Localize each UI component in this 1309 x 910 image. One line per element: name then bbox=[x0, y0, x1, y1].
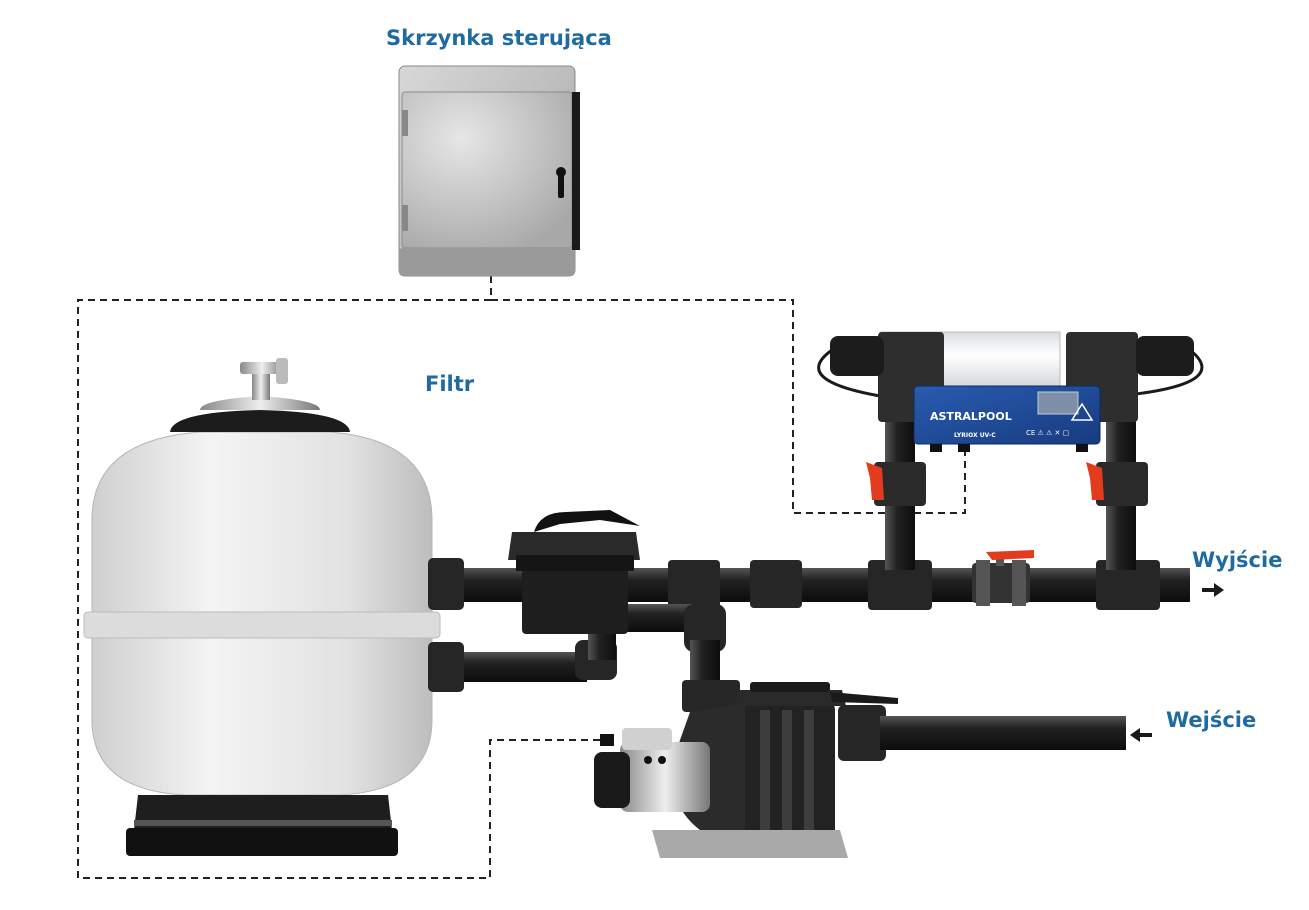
pipe-tee-2 bbox=[750, 560, 802, 608]
valve-handle bbox=[986, 550, 1034, 560]
control-box-door bbox=[402, 92, 572, 248]
label-filter: Filtr bbox=[425, 372, 474, 396]
label-input: Wejście bbox=[1166, 708, 1256, 732]
uv-brand: ASTRALPOOL bbox=[930, 410, 1012, 423]
uv-model: LYRIOX UV-C bbox=[954, 432, 996, 439]
pump-motor bbox=[620, 742, 710, 812]
label-output: Wyjście bbox=[1192, 548, 1282, 572]
multiport-valve bbox=[508, 510, 640, 634]
label-control-box: Skrzynka sterująca bbox=[386, 26, 612, 50]
sand-filter-tank bbox=[84, 358, 464, 856]
inlet-pipe bbox=[838, 705, 1152, 761]
tank-belt-ring bbox=[84, 612, 440, 638]
input-arrow-icon bbox=[1130, 728, 1152, 742]
bypass-valve bbox=[972, 550, 1034, 606]
pipe-tee-1 bbox=[668, 560, 720, 608]
valve-lever bbox=[534, 510, 640, 532]
uv-cap-left bbox=[830, 336, 884, 376]
uv-cert-marks: CE ⚠ ⚠ ✕ ▢ bbox=[1026, 429, 1069, 437]
tank-lid bbox=[170, 410, 350, 432]
uv-display bbox=[1038, 392, 1078, 414]
control-box bbox=[399, 66, 580, 276]
output-arrow-icon bbox=[1202, 583, 1224, 597]
uv-cap-right bbox=[1136, 336, 1194, 376]
uv-sterilizer: ASTRALPOOL LYRIOX UV-C CE ⚠ ⚠ ✕ ▢ bbox=[819, 332, 1202, 570]
door-hinge-top bbox=[402, 110, 408, 136]
pump-base bbox=[652, 830, 848, 858]
door-hinge-bottom bbox=[402, 205, 408, 231]
